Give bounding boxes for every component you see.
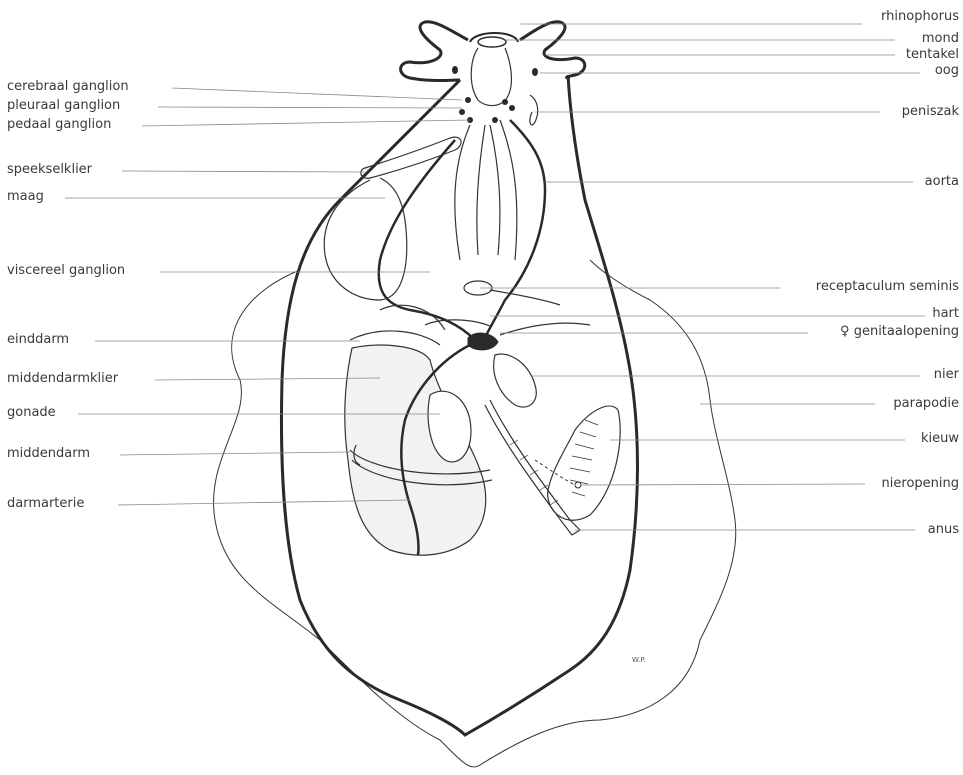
ganglion-node bbox=[492, 117, 498, 123]
speekselklier-shape bbox=[361, 137, 461, 178]
anus-duct bbox=[485, 400, 580, 535]
label-middendarmklier: middendarmklier bbox=[7, 371, 118, 387]
ganglion-node bbox=[465, 97, 471, 103]
kieuw-shape bbox=[548, 406, 620, 520]
label-peniszak: peniszak bbox=[902, 104, 959, 120]
label-pleuraal-ganglion: pleuraal ganglion bbox=[7, 98, 120, 114]
label-viscereel-ganglion: viscereel ganglion bbox=[7, 263, 125, 279]
label-receptaculum-seminis: receptaculum seminis bbox=[816, 279, 959, 295]
label-cerebraal-ganglion: cerebraal ganglion bbox=[7, 79, 129, 95]
eye-right-icon bbox=[532, 68, 538, 76]
label-oog: oog bbox=[935, 63, 959, 79]
label-darmarterie: darmarterie bbox=[7, 496, 84, 512]
right-leaders bbox=[480, 24, 925, 530]
label-gonade: gonade bbox=[7, 405, 56, 421]
ganglion-node bbox=[502, 99, 508, 105]
ganglion-node bbox=[509, 105, 515, 111]
peniszak-shape bbox=[530, 95, 538, 125]
label-anus: anus bbox=[928, 522, 959, 538]
label-kieuw: kieuw bbox=[921, 431, 959, 447]
label-nier: nier bbox=[934, 367, 959, 383]
label-middendarm: middendarm bbox=[7, 446, 90, 462]
label-genitaalopening: ♀ genitaalopening bbox=[840, 324, 959, 340]
aorta-line bbox=[482, 120, 545, 345]
mouth-shape bbox=[478, 37, 506, 47]
hart-shape bbox=[468, 333, 498, 350]
ganglion-node bbox=[459, 109, 465, 115]
label-tentakel: tentakel bbox=[906, 47, 959, 63]
label-pedaal-ganglion: pedaal ganglion bbox=[7, 117, 111, 133]
label-einddarm: einddarm bbox=[7, 332, 69, 348]
label-aorta: aorta bbox=[925, 174, 959, 190]
label-nieropening: nieropening bbox=[882, 476, 959, 492]
label-maag: maag bbox=[7, 189, 44, 205]
label-rhinophorus: rhinophorus bbox=[881, 9, 959, 25]
nier-shape bbox=[494, 354, 537, 407]
maag-shape bbox=[324, 178, 407, 300]
label-parapodie: parapodie bbox=[893, 396, 959, 412]
artist-signature: W.P. bbox=[632, 656, 646, 664]
label-mond: mond bbox=[922, 31, 959, 47]
eye-left-icon bbox=[452, 66, 458, 74]
label-speekselklier: speekselklier bbox=[7, 162, 92, 178]
buccal-mass bbox=[471, 48, 511, 106]
head-outline bbox=[401, 22, 585, 81]
label-hart: hart bbox=[932, 306, 959, 322]
